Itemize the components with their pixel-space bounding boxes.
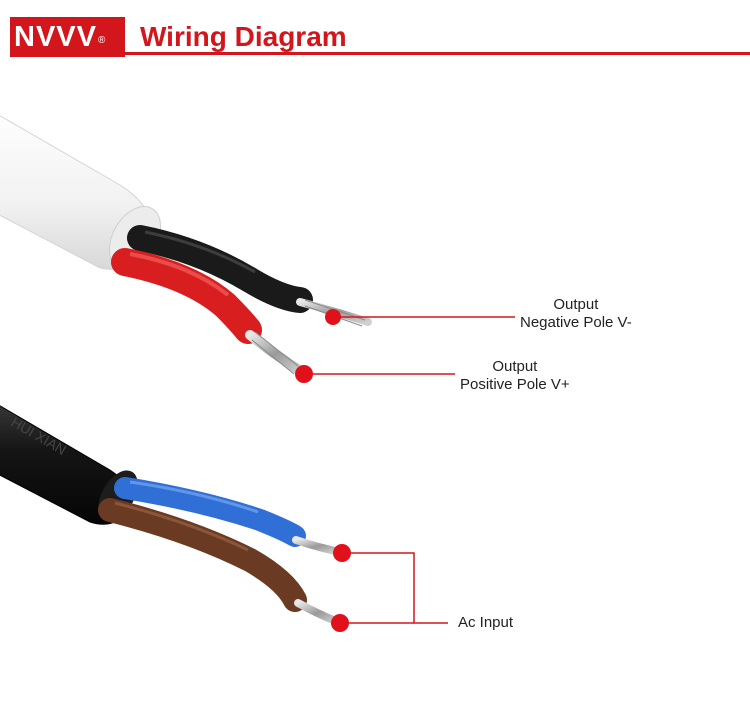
label-positive-pole: Output Positive Pole V+ <box>460 358 570 394</box>
brown-wire <box>98 498 342 626</box>
marker-ac-blue <box>333 544 351 562</box>
label-negative-line2: Negative Pole V- <box>520 314 632 331</box>
page-title: Wiring Diagram <box>140 21 347 52</box>
leader-lines <box>304 316 515 624</box>
brand-logo-box <box>10 17 125 57</box>
header-divider <box>10 52 750 55</box>
label-ac-input: Ac Input <box>458 614 514 631</box>
brand-logo-text: NVVV <box>14 21 97 53</box>
label-positive-line2: Positive Pole V+ <box>460 376 570 393</box>
registered-mark: ® <box>98 35 106 46</box>
marker-negative <box>325 309 341 325</box>
marker-positive <box>295 365 313 383</box>
label-negative-line1: Output <box>553 296 599 313</box>
marker-ac-brown <box>331 614 349 632</box>
header: NVVV ® Wiring Diagram <box>0 0 750 60</box>
label-negative-pole: Output Negative Pole V- <box>520 296 632 332</box>
leader-line-ac-blue <box>342 552 448 624</box>
label-positive-line1: Output <box>492 358 538 375</box>
